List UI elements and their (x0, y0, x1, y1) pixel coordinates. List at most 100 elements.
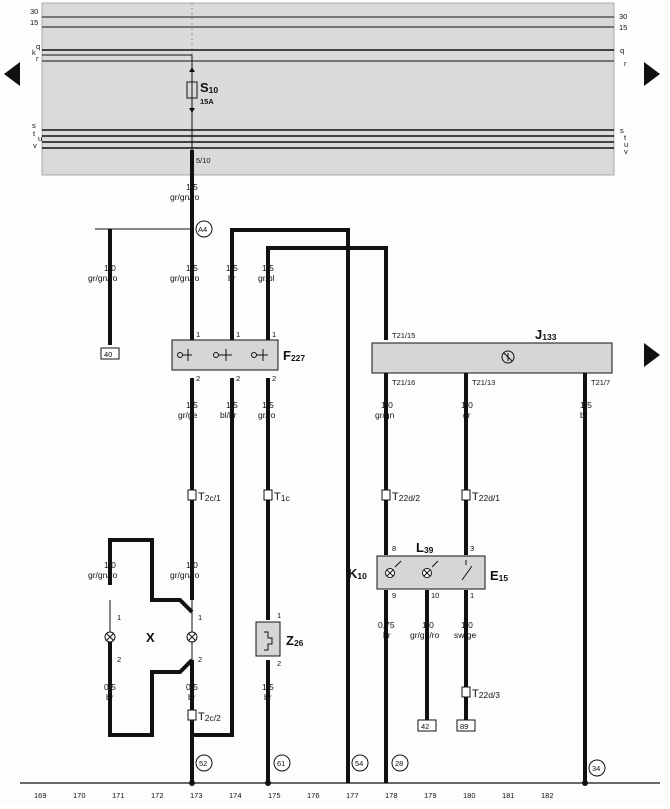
svg-text:1: 1 (272, 330, 276, 339)
rail-label-left: q (36, 42, 40, 51)
wire-color: gr/gn/ro (88, 273, 118, 283)
svg-text:2: 2 (272, 374, 276, 383)
wire-main-size: 1,5 (186, 182, 198, 192)
svg-text:1: 1 (117, 613, 121, 622)
svg-text:180: 180 (463, 791, 476, 800)
wire-color: bl/br (220, 410, 237, 420)
svg-text:T21/15: T21/15 (392, 331, 415, 340)
svg-text:54: 54 (355, 759, 363, 768)
wire-size: 1,0 (104, 263, 116, 273)
rail-label-right: v (624, 147, 628, 156)
wire-color: br (580, 410, 588, 420)
svg-text:178: 178 (385, 791, 398, 800)
wire-size: 1,0 (186, 560, 198, 570)
svg-text:T2c/1: T2c/1 (198, 491, 221, 503)
rail-label-right: t (624, 133, 627, 142)
wire-main-color: gr/gn/ro (170, 192, 200, 202)
svg-text:3: 3 (470, 544, 474, 553)
wire-color: sw/ge (454, 630, 476, 640)
connector-a4: A4 (195, 220, 213, 238)
continue-arrow-icon[interactable] (644, 343, 660, 367)
control-unit-j133: J133 T21/15 T21/16 T21/13 T21/7 (371, 327, 613, 387)
svg-text:T1c: T1c (274, 491, 290, 503)
svg-text:174: 174 (229, 791, 242, 800)
svg-text:1: 1 (470, 591, 474, 600)
ref-42: 42 (421, 722, 429, 731)
wire-size: 0,5 (186, 682, 198, 692)
wire-size: 1,5 (226, 400, 238, 410)
wire-color: br (264, 692, 272, 702)
rail-label-left: k (32, 48, 36, 57)
wire-color: br (106, 692, 114, 702)
ref-40: 40 (104, 350, 112, 359)
wire-size: 1,5 (262, 682, 274, 692)
wire-color: gr/gn/ro (170, 273, 200, 283)
e15-name: E15 (490, 568, 508, 583)
j133-name: J133 (535, 327, 557, 342)
wire-size: 1,0 (461, 400, 473, 410)
ref-89: 89 (460, 722, 468, 731)
ground-refs: 52 61 54 28 34 (195, 754, 606, 777)
rail-label-right: s (620, 126, 624, 135)
svg-text:T22d/2: T22d/2 (392, 491, 420, 503)
wire-size: 1,5 (262, 400, 274, 410)
rail-label-left: 15 (30, 18, 38, 27)
wire-color: br (188, 692, 196, 702)
svg-text:182: 182 (541, 791, 554, 800)
svg-text:T2c/2: T2c/2 (198, 711, 221, 723)
svg-text:9: 9 (392, 591, 396, 600)
svg-text:10: 10 (431, 591, 439, 600)
connector-t1c: T1c (263, 489, 290, 503)
svg-text:179: 179 (424, 791, 437, 800)
wire-color: gr/gn (375, 410, 395, 420)
wire-size: 1,0 (422, 620, 434, 630)
connector-t22d1: T22d/1 (461, 489, 500, 503)
switch-name: F227 (283, 348, 305, 363)
svg-text:61: 61 (277, 759, 285, 768)
lamp-x-label: X (146, 630, 155, 645)
rail-label-right: 30 (619, 12, 627, 21)
rail-label-left: t (33, 129, 36, 138)
wire-size: 0,5 (104, 682, 116, 692)
rail-label-right: 15 (619, 23, 627, 32)
svg-text:28: 28 (395, 759, 403, 768)
svg-text:2: 2 (196, 374, 200, 383)
svg-text:2: 2 (236, 374, 240, 383)
svg-text:8: 8 (392, 544, 396, 553)
svg-text:170: 170 (73, 791, 86, 800)
wire-color: gr (463, 410, 471, 420)
rail-label-right: u (624, 140, 628, 149)
wire-color: gr/gn/ro (170, 570, 200, 580)
wire-size: 1,5 (262, 263, 274, 273)
svg-text:T21/13: T21/13 (472, 378, 495, 387)
prev-page-arrow-icon[interactable] (4, 62, 20, 86)
wire-size: 1,5 (580, 400, 592, 410)
svg-text:T22d/1: T22d/1 (472, 491, 500, 503)
switch-f227: 1 1 1 2 2 2 F227 (171, 330, 305, 383)
wire-color: br (383, 630, 391, 640)
svg-text:34: 34 (592, 764, 600, 773)
svg-text:173: 173 (190, 791, 203, 800)
instrument-group-k10: K10 L39 E15 8 3 9 10 1 (348, 540, 508, 600)
svg-text:176: 176 (307, 791, 320, 800)
next-page-arrow-icon[interactable] (644, 62, 660, 86)
svg-text:T21/7: T21/7 (591, 378, 610, 387)
svg-text:2: 2 (198, 655, 202, 664)
wire-size: 1,5 (186, 400, 198, 410)
rail-label-left: u (38, 134, 42, 143)
k10-name: K10 (348, 566, 367, 581)
rail-label-left: 30 (30, 7, 38, 16)
l39-name: L39 (416, 540, 434, 555)
wire-color: gr/ge (178, 410, 198, 420)
svg-text:171: 171 (112, 791, 125, 800)
wire-size: 1,0 (381, 400, 393, 410)
rail-label-left: v (33, 141, 37, 150)
lamp-group-x: X 1 2 1 2 (104, 600, 202, 672)
wire-size: 1,5 (226, 263, 238, 273)
connector-t2c1: T2c/1 (187, 489, 221, 503)
rail-label-left: s (32, 121, 36, 130)
wire-size: 1,0 (104, 560, 116, 570)
fuse-rating: 15A (200, 97, 214, 106)
connector-t22d2: T22d/2 (381, 489, 420, 503)
